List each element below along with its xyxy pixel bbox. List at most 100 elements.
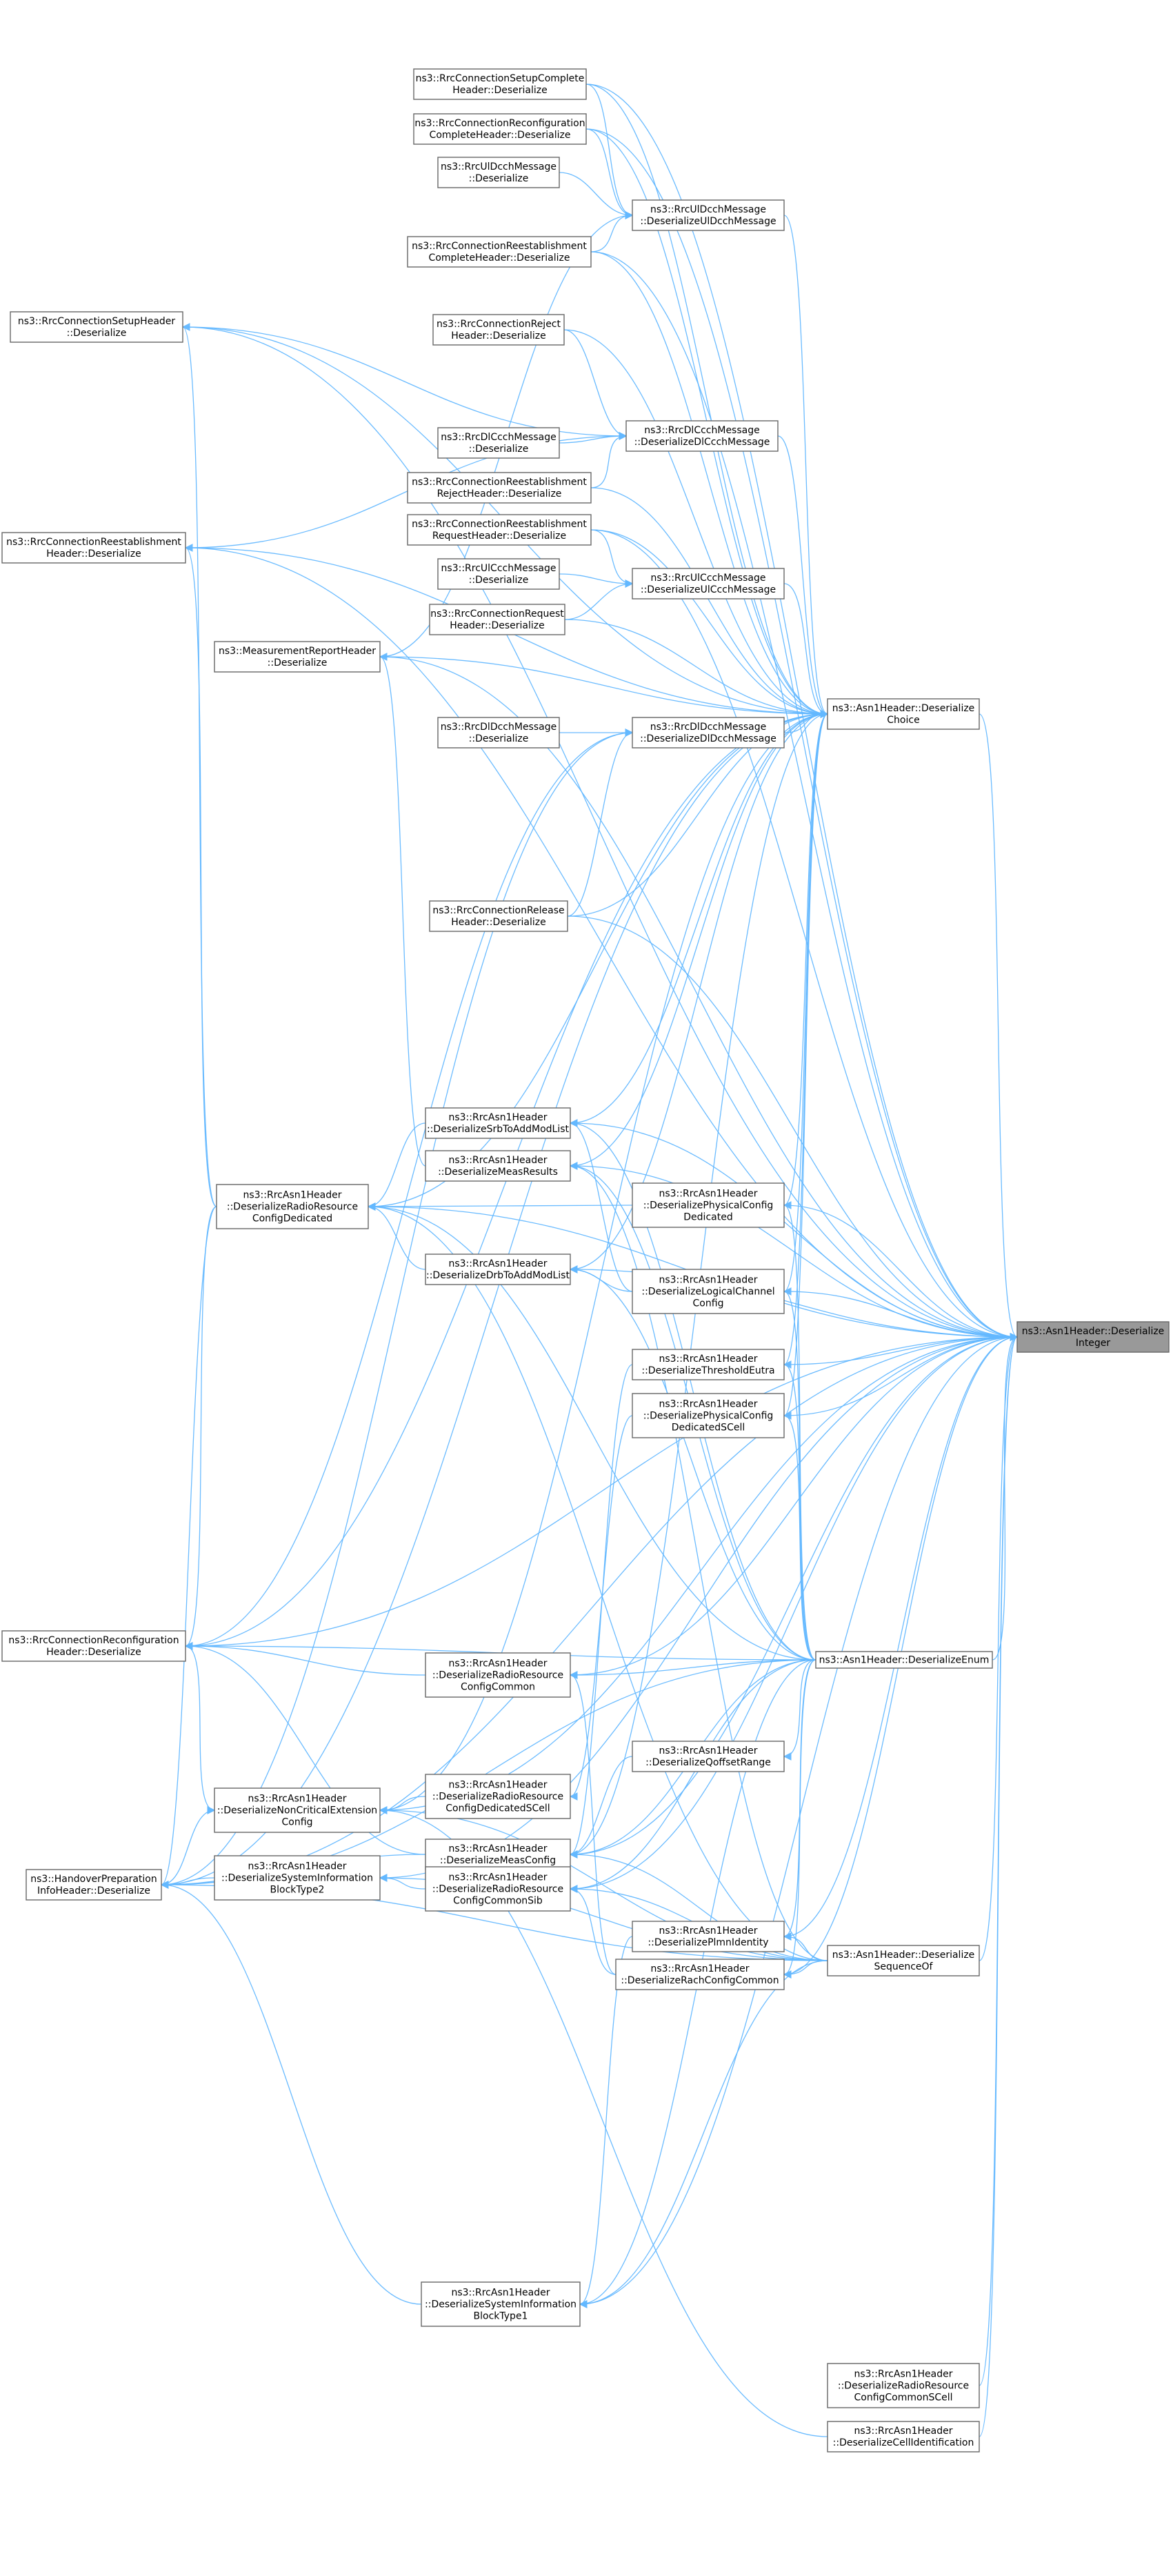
node-cell-identification[interactable]: ns3::RrcAsn1Header::DeserializeCellIdent… xyxy=(827,2421,980,2453)
node-box xyxy=(1,1630,186,1662)
node-label-line: CompleteHeader::Deserialize xyxy=(429,252,570,264)
edge-rr_config_dedicated_scell-to-noncritical_ext xyxy=(379,1796,426,1814)
node-box xyxy=(827,698,980,730)
node-label-line: ns3::RrcUlDcchMessage xyxy=(650,204,766,215)
node-deser-dl-ccch[interactable]: ns3::RrcDlCcchMessage::DeserializeDlCcch… xyxy=(625,420,779,452)
node-sib-type1[interactable]: ns3::RrcAsn1Header::DeserializeSystemInf… xyxy=(421,2281,581,2327)
node-label-line: ns3::RrcDlCcchMessage xyxy=(441,432,556,443)
node-qoffset-range[interactable]: ns3::RrcAsn1Header::DeserializeQoffsetRa… xyxy=(632,1741,785,1772)
node-box xyxy=(429,604,565,635)
node-plmn-identity[interactable]: ns3::RrcAsn1Header::DeserializePlmnIdent… xyxy=(632,1921,785,1952)
node-label-line: ConfigCommonSib xyxy=(453,1896,543,1907)
node-box xyxy=(437,558,560,590)
node-setup-header[interactable]: ns3::RrcConnectionSetupHeader::Deseriali… xyxy=(10,311,183,343)
node-label-line: ::Deserialize xyxy=(469,733,529,744)
node-rach-config-common[interactable]: ns3::RrcAsn1Header::DeserializeRachConfi… xyxy=(615,1959,785,1990)
node-conn-request[interactable]: ns3::RrcConnectionRequestHeader::Deseria… xyxy=(429,604,565,635)
edge-ul_ccch_msg-to-deser_ul_ccch xyxy=(559,573,634,588)
node-meas-report[interactable]: ns3::MeasurementReportHeader::Deserializ… xyxy=(214,641,381,673)
node-deser-ul-dcch[interactable]: ns3::RrcUlDcchMessage::DeserializeUlDcch… xyxy=(632,199,785,231)
node-noncritical-ext[interactable]: ns3::RrcAsn1Header::DeserializeNonCritic… xyxy=(214,1787,381,1833)
edge-deserialize_enum-to-qoffset_range xyxy=(783,1659,816,1761)
node-sib-type2[interactable]: ns3::RrcAsn1Header::DeserializeSystemInf… xyxy=(214,1855,381,1901)
edge-reest_reject-to-deserialize_choice xyxy=(590,487,829,718)
edge-reconf_header-to-deser_dl_dcch xyxy=(185,729,634,1647)
node-box xyxy=(632,1393,785,1438)
node-dl-ccch-msg[interactable]: ns3::RrcDlCcchMessage::Deserialize xyxy=(437,427,560,459)
node-drb-addmod[interactable]: ns3::RrcAsn1Header::DeserializeDrbToAddM… xyxy=(425,1254,571,1285)
node-setup-complete[interactable]: ns3::RrcConnectionSetupCompleteHeader::D… xyxy=(413,68,587,100)
node-dl-dcch-msg[interactable]: ns3::RrcDlDcchMessage::Deserialize xyxy=(437,717,560,749)
node-label-line: ns3::RrcUlDcchMessage xyxy=(441,161,557,172)
node-box xyxy=(214,641,381,673)
node-label-line: ns3::RrcDlCcchMessage xyxy=(644,425,759,436)
node-rr-config-dedicated-scell[interactable]: ns3::RrcAsn1Header::DeserializeRadioReso… xyxy=(425,1774,571,1819)
node-meas-results[interactable]: ns3::RrcAsn1Header::DeserializeMeasResul… xyxy=(425,1150,571,1182)
node-threshold-eutra[interactable]: ns3::RrcAsn1Header::DeserializeThreshold… xyxy=(632,1349,785,1380)
node-meas-config[interactable]: ns3::RrcAsn1Header::DeserializeMeasConfi… xyxy=(425,1839,571,1870)
edges-layer xyxy=(160,83,1019,2437)
node-deserialize-enum[interactable]: ns3::Asn1Header::DeserializeEnum xyxy=(815,1651,993,1669)
node-label-line: ns3::RrcAsn1Header xyxy=(659,1275,757,1286)
node-label-line: ns3::RrcAsn1Header xyxy=(659,1189,757,1200)
node-srb-addmod[interactable]: ns3::RrcAsn1Header::DeserializeSrbToAddM… xyxy=(425,1107,571,1139)
node-logical-channel[interactable]: ns3::RrcAsn1Header::DeserializeLogicalCh… xyxy=(632,1269,785,1314)
node-label-line: ::DeserializeRadioResource xyxy=(432,1792,563,1803)
node-reconf-complete[interactable]: ns3::RrcConnectionReconfigurationComplet… xyxy=(413,113,587,145)
node-rr-config-dedicated[interactable]: ns3::RrcAsn1Header::DeserializeRadioReso… xyxy=(216,1184,369,1229)
node-label-line: ns3::RrcUlCcchMessage xyxy=(441,563,557,574)
edge-reest_complete-to-deserialize_choice xyxy=(590,251,829,718)
node-phys-config-scell[interactable]: ns3::RrcAsn1Header::DeserializePhysicalC… xyxy=(632,1393,785,1438)
node-reconf-header[interactable]: ns3::RrcConnectionReconfigurationHeader:… xyxy=(1,1630,186,1662)
node-label-line: ::DeserializeRadioResource xyxy=(432,1884,563,1895)
node-label-line: ConfigCommon xyxy=(461,1682,535,1693)
node-handover-prep[interactable]: ns3::HandoverPreparationInfoHeader::Dese… xyxy=(26,1869,162,1901)
edge-phys_config_scell-to-deserialize_choice xyxy=(783,710,829,1416)
edge-phys_config_dedicated-to-rr_config_dedicated xyxy=(367,1202,633,1211)
node-conn-release[interactable]: ns3::RrcConnectionReleaseHeader::Deseria… xyxy=(429,900,568,932)
edge-sib_type1-to-handover_prep xyxy=(160,1881,422,2305)
node-reest-request[interactable]: ns3::RrcConnectionReestablishmentRequest… xyxy=(407,514,592,546)
node-phys-config-dedicated[interactable]: ns3::RrcAsn1Header::DeserializePhysicalC… xyxy=(632,1182,785,1228)
edge-deser_ul_dcch-to-deserialize_choice xyxy=(783,215,829,718)
node-label-line: Config xyxy=(282,1817,313,1828)
node-deser-dl-dcch[interactable]: ns3::RrcDlDcchMessage::DeserializeDlDcch… xyxy=(632,717,785,749)
node-rr-config-common-scell[interactable]: ns3::RrcAsn1Header::DeserializeRadioReso… xyxy=(827,2363,980,2408)
edge-deserialize_enum-to-phys_config_dedicated xyxy=(783,1201,816,1661)
node-label-line: ::DeserializeUlCcchMessage xyxy=(641,584,776,595)
edge-reconf_header-to-deserialize_integer xyxy=(185,1333,1019,1647)
node-box xyxy=(432,314,565,346)
node-label-line: ::DeserializeMeasConfig xyxy=(440,1855,556,1866)
node-reest-header[interactable]: ns3::RrcConnectionReestablishmentHeader:… xyxy=(1,532,186,564)
edge-phys_config_dedicated-to-deserialize_integer xyxy=(783,1205,1019,1341)
node-ul-ccch-msg[interactable]: ns3::RrcUlCcchMessage::Deserialize xyxy=(437,558,560,590)
node-label-line: ::DeserializeDlDcchMessage xyxy=(640,733,776,744)
node-label-line: ns3::Asn1Header::Deserialize xyxy=(1022,1326,1165,1337)
node-box xyxy=(827,1945,980,1976)
node-label-line: Header::Deserialize xyxy=(46,1647,141,1658)
edge-phys_config_scell-to-deserialize_integer xyxy=(783,1333,1019,1416)
node-ul-dcch-msg[interactable]: ns3::RrcUlDcchMessage::Deserialize xyxy=(437,157,560,188)
node-reest-complete[interactable]: ns3::RrcConnectionReestablishmentComplet… xyxy=(407,236,592,268)
edge-reest_request-to-deserialize_choice xyxy=(590,529,829,718)
node-label-line: BlockType1 xyxy=(474,2311,528,2322)
edge-meas_config-to-deserialize_integer xyxy=(570,1333,1019,1855)
node-label-line: ::DeserializeRadioResource xyxy=(227,1202,358,1213)
node-label-line: ns3::MeasurementReportHeader xyxy=(219,646,376,657)
node-rr-config-common[interactable]: ns3::RrcAsn1Header::DeserializeRadioReso… xyxy=(425,1652,571,1698)
node-rr-config-common-sib[interactable]: ns3::RrcAsn1Header::DeserializeRadioReso… xyxy=(425,1866,571,1912)
node-conn-reject[interactable]: ns3::RrcConnectionRejectHeader::Deserial… xyxy=(432,314,565,346)
node-label-line: ::DeserializeRachConfigCommon xyxy=(621,1975,779,1986)
node-box xyxy=(214,1855,381,1901)
node-reest-reject[interactable]: ns3::RrcConnectionReestablishmentRejectH… xyxy=(407,472,592,504)
node-deser-ul-ccch[interactable]: ns3::RrcUlCcchMessage::DeserializeUlCcch… xyxy=(632,568,785,600)
node-box xyxy=(632,1182,785,1228)
edge-deser_ul_ccch-to-deserialize_choice xyxy=(783,583,829,718)
node-label-line: ns3::RrcAsn1Header xyxy=(448,1155,547,1166)
edge-srb_addmod-to-deserialize_integer xyxy=(570,1122,1019,1341)
node-label-line: ns3::RrcConnectionReestablishment xyxy=(412,519,587,530)
